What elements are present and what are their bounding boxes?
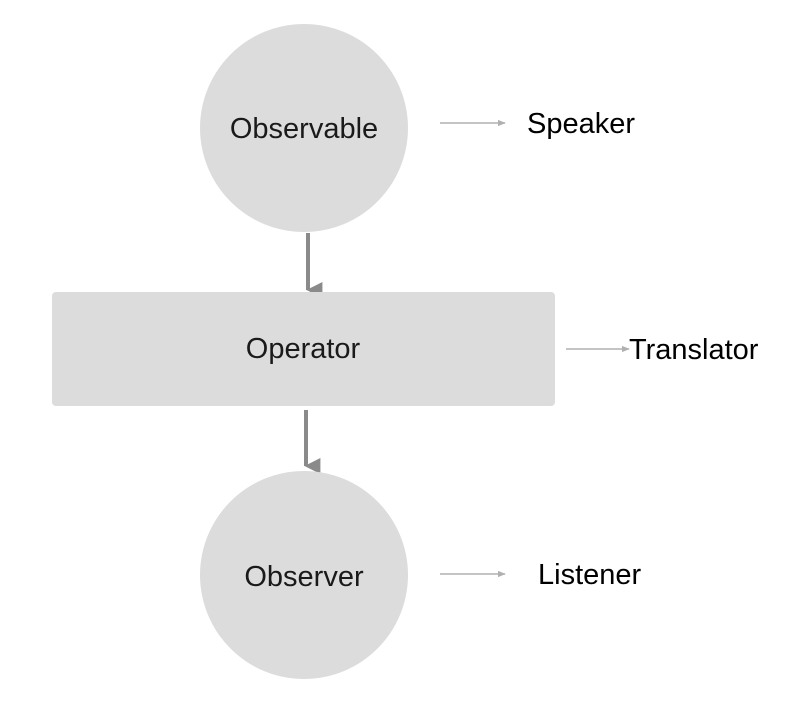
analogy-listener: Listener — [440, 559, 642, 591]
analogy-speaker: Speaker — [440, 108, 635, 140]
speaker-label: Speaker — [527, 108, 635, 140]
observer-label: Observer — [244, 561, 364, 593]
observable-node: Observable — [200, 24, 408, 232]
translator-label: Translator — [629, 334, 759, 366]
observable-label: Observable — [230, 113, 378, 145]
operator-box — [52, 292, 555, 406]
analogy-translator: Translator — [566, 334, 759, 366]
observer-circle — [200, 471, 408, 679]
listener-label: Listener — [538, 559, 642, 591]
observer-node: Observer — [200, 471, 408, 679]
observable-circle — [200, 24, 408, 232]
operator-node: Operator — [52, 292, 555, 406]
operator-label: Operator — [246, 333, 361, 365]
